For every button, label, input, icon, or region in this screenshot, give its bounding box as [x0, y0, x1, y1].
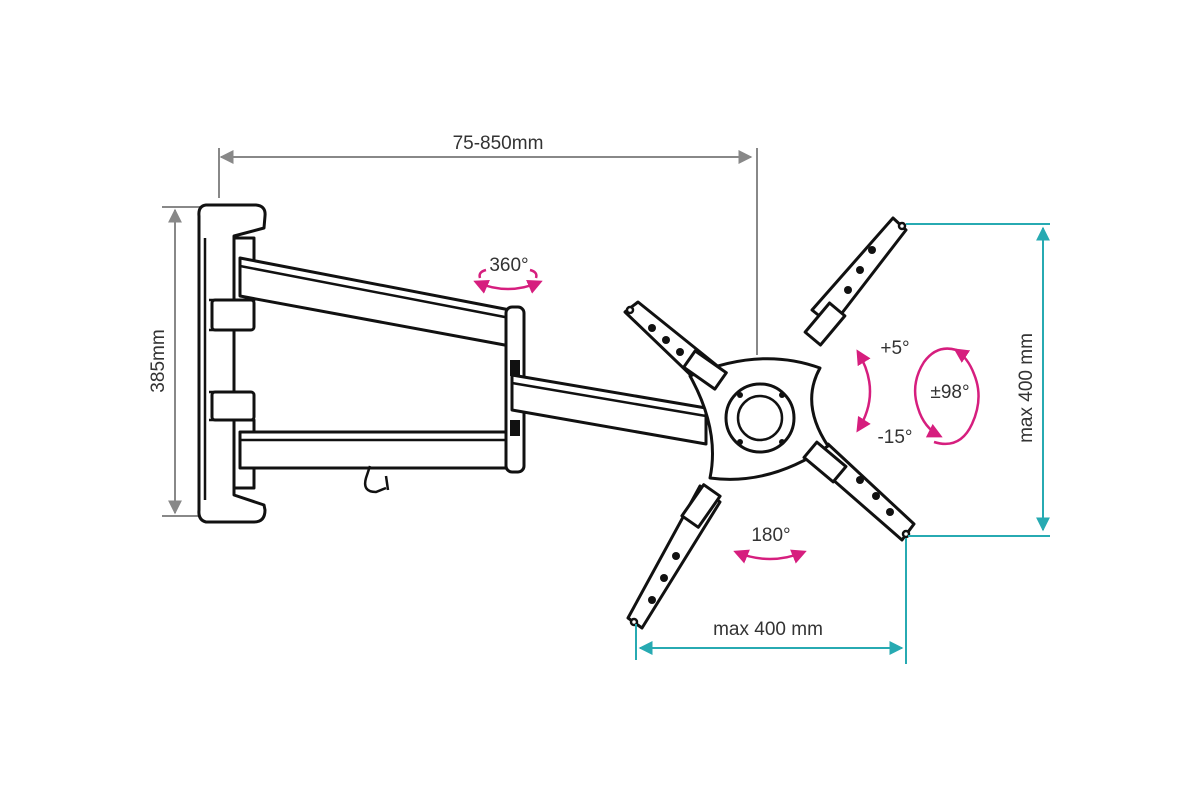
arm-swivel-indicator: 360°: [473, 255, 543, 294]
vesa-plate: [623, 216, 916, 630]
plate-rotation-indicator: 180°: [733, 525, 807, 564]
arm-swivel-label: 360°: [489, 255, 528, 276]
vesa-horizontal-dimension: max 400 mm: [635, 538, 907, 664]
wall-plate: [197, 203, 267, 524]
extension-arms: [238, 256, 708, 494]
plate-rotation-label: 180°: [751, 525, 790, 546]
tilt-indicator: +5° -15°: [856, 338, 913, 448]
extension-label: 75-850mm: [453, 133, 544, 154]
swivel-label: ±98°: [930, 382, 969, 403]
wall-plate-height-label: 385mm: [148, 329, 169, 392]
tilt-down-label: -15°: [877, 427, 912, 448]
swivel-indicator: ±98°: [913, 347, 980, 446]
vesa-vertical-label: max 400 mm: [1016, 333, 1037, 443]
wall-plate-height-dimension: 385mm: [148, 206, 200, 517]
extension-dimension: 75-850mm: [218, 133, 758, 355]
tilt-up-label: +5°: [880, 338, 909, 359]
vesa-horizontal-label: max 400 mm: [713, 619, 823, 640]
vesa-vertical-dimension: max 400 mm: [906, 223, 1050, 537]
